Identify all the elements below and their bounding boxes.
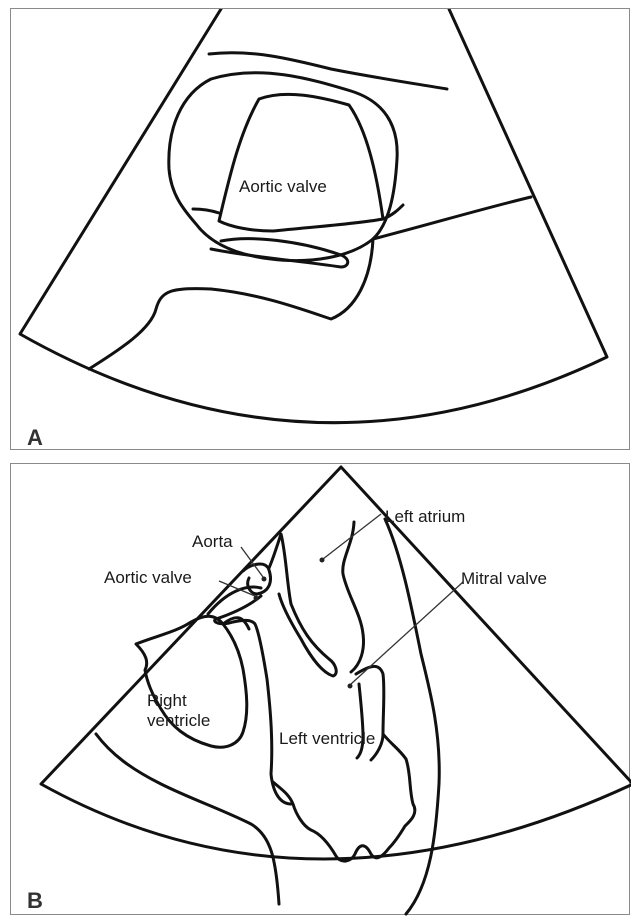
- right-wall-line: [373, 197, 531, 239]
- label-right-ventricle-line1: Right: [147, 691, 187, 710]
- panel-a: Aortic valve A: [10, 8, 630, 450]
- panel-b-drawing: Left atrium Aorta Aortic valve Mitral va…: [11, 464, 631, 916]
- panel-b: Left atrium Aorta Aortic valve Mitral va…: [10, 463, 630, 915]
- label-aortic-valve: Aortic valve: [104, 568, 192, 587]
- panel-letter-b: B: [27, 888, 43, 914]
- label-right-ventricle-line2: ventricle: [147, 711, 210, 730]
- lv-cavity-border: [273, 734, 415, 861]
- panel-a-drawing: Aortic valve: [11, 9, 631, 451]
- cusp-line-left: [193, 209, 219, 213]
- pointer-dot-mitral-valve: [348, 684, 353, 689]
- label-aortic-valve: Aortic valve: [239, 177, 327, 196]
- panel-letter-a: A: [27, 425, 43, 451]
- pointer-dot-aortic-valve: [254, 596, 259, 601]
- label-left-ventricle: Left ventricle: [279, 729, 375, 748]
- pointer-left-atrium: [323, 514, 381, 559]
- left-atrium-wall: [343, 522, 364, 672]
- inner-valve: [219, 94, 383, 231]
- lower-valve-arc: [211, 239, 348, 267]
- outer-annulus: [169, 73, 397, 261]
- anterior-aortic-wall: [269, 534, 336, 676]
- pointer-dot-aorta: [262, 577, 267, 582]
- sector-outline: [41, 467, 631, 859]
- label-mitral-valve: Mitral valve: [461, 569, 547, 588]
- pointer-mitral-valve: [351, 582, 463, 684]
- sector-outline: [20, 9, 607, 423]
- pointer-dot-left-atrium: [320, 558, 325, 563]
- label-aorta: Aorta: [192, 532, 233, 551]
- cusp-line-right: [383, 205, 403, 219]
- rv-free-wall: [96, 734, 279, 904]
- label-left-atrium: Left atrium: [385, 507, 465, 526]
